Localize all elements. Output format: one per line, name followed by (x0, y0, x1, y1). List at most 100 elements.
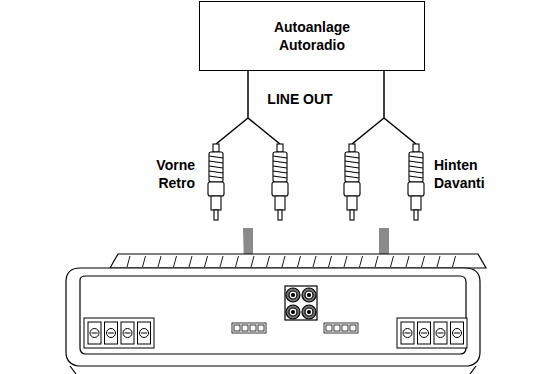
illustration-part (220, 256, 223, 267)
illustration-part (405, 333, 411, 334)
illustration-part (345, 171, 359, 173)
rca-plug (408, 144, 424, 220)
illustration-part (344, 256, 347, 267)
illustration-part (409, 166, 423, 168)
illustration-part (289, 291, 297, 299)
illustration-part (292, 294, 295, 297)
illustration-part (409, 161, 423, 163)
illustration-part (349, 144, 355, 152)
illustration-part (84, 318, 154, 348)
illustration-part (298, 256, 301, 267)
illustration-part (236, 256, 239, 267)
illustration-part (107, 329, 116, 338)
illustration-part (345, 161, 359, 163)
illustration-part (329, 256, 332, 267)
illustration-part (123, 329, 132, 338)
illustration-part (408, 182, 424, 196)
illustration-part (434, 322, 447, 344)
illustration-part (409, 156, 423, 158)
illustration-part (334, 325, 340, 331)
illustration-part (451, 322, 464, 344)
illustration-part (125, 333, 131, 334)
illustration-part (302, 288, 316, 302)
illustration-part (422, 256, 425, 267)
illustration-part (242, 325, 248, 331)
illustration-part (345, 176, 359, 178)
illustration-part (347, 196, 357, 210)
illustration-part (143, 256, 146, 267)
illustration-part (141, 333, 147, 334)
illustration-part (403, 329, 412, 338)
illustration-part (92, 333, 98, 334)
illustration-part (345, 166, 359, 168)
illustration-part (308, 294, 311, 297)
rca-plug (272, 144, 288, 220)
illustration-part (174, 256, 177, 267)
illustration-part (313, 256, 316, 267)
illustration-part (350, 325, 356, 331)
illustration-part (209, 156, 223, 158)
illustration-part (209, 161, 223, 163)
illustration-part (411, 196, 421, 210)
illustration-part (286, 305, 300, 319)
illustration-part (342, 325, 348, 331)
illustration-part (209, 171, 223, 173)
illustration-part (414, 210, 418, 220)
channel-label: Davanti (434, 175, 485, 192)
illustration-part (289, 308, 297, 316)
illustration-part (267, 256, 270, 267)
illustration-part (213, 144, 219, 152)
illustration-part (406, 256, 409, 267)
illustration-part (286, 288, 300, 302)
illustration-part (250, 325, 256, 331)
illustration-part (105, 322, 118, 344)
illustration-part (275, 196, 285, 210)
illustration-part (282, 256, 285, 267)
illustration-part (397, 318, 467, 348)
amplifier-body (66, 254, 486, 374)
illustration-part (421, 333, 427, 334)
channel-label: Retro (158, 175, 195, 192)
illustration-part (273, 166, 287, 168)
illustration-part (234, 325, 240, 331)
illustration-part (420, 329, 429, 338)
illustration-part (453, 329, 462, 338)
illustration-part (209, 152, 223, 182)
illustration-part (140, 329, 149, 338)
illustration-part (209, 176, 223, 178)
illustration-part (88, 322, 101, 344)
box-text: Autoanlage (274, 18, 350, 36)
illustration-part (453, 256, 456, 267)
illustration-part (278, 210, 282, 220)
illustration-part (272, 182, 288, 196)
illustration-part (438, 333, 444, 334)
illustration-part (391, 256, 394, 267)
illustration-part (232, 323, 266, 333)
illustration-part (189, 256, 192, 267)
illustration-part (90, 329, 99, 338)
illustration-part (305, 291, 313, 299)
illustration-part (375, 256, 378, 267)
illustration-part (205, 256, 208, 267)
illustration-part (273, 176, 287, 178)
illustration-part (305, 308, 313, 316)
illustration-part (121, 322, 134, 344)
illustration-part (273, 152, 287, 182)
illustration-part (208, 182, 224, 196)
illustration-part (409, 176, 423, 178)
rca-plug (344, 144, 360, 220)
illustration-part (273, 171, 287, 173)
illustration-part (273, 156, 287, 158)
rca-plugs (208, 144, 424, 220)
illustration-part (285, 286, 317, 320)
cable-wires (216, 71, 416, 144)
illustration-part (158, 256, 161, 267)
illustration-part (401, 322, 414, 344)
illustration-part (138, 322, 151, 344)
illustration-part (436, 329, 445, 338)
channel-label: Vorne (156, 157, 195, 174)
illustration-part (413, 144, 419, 152)
head-unit-box: AutoanlageAutoradio (199, 1, 425, 71)
illustration-part (214, 210, 218, 220)
channel-label: Hinten (434, 157, 478, 174)
